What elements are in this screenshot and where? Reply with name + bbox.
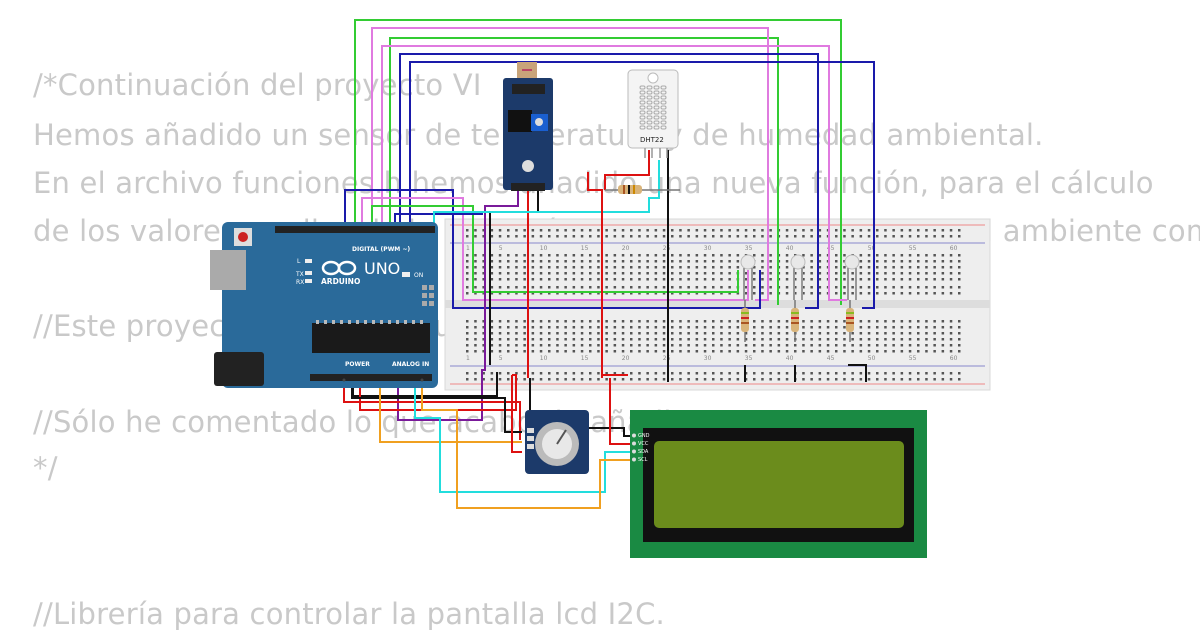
resistor-1[interactable] [741, 300, 749, 342]
arduino-uno-board[interactable]: UNO ARDUINO DIGITAL (PWM ~) ON TX RX L P… [210, 222, 438, 388]
arduino-l-label: L [297, 258, 301, 265]
led-1[interactable] [740, 254, 756, 300]
arduino-tx-label: TX [295, 271, 304, 278]
breadboard-column-number: 20 [622, 245, 630, 252]
breadboard-column-number: 55 [909, 245, 917, 252]
potentiometer-module[interactable] [525, 410, 589, 474]
resistor-dht[interactable] [605, 185, 680, 194]
breadboard-column-number: 25 [663, 245, 671, 252]
arduino-rx-label: RX [296, 279, 304, 286]
dht22-label: DHT22 [640, 136, 664, 144]
lcd-pin [632, 441, 636, 446]
lcd-pin-label: SDA [638, 449, 649, 455]
breadboard-column-number: 40 [786, 245, 794, 252]
usb-port-icon [210, 250, 246, 290]
breadboard-column-number: 1 [466, 245, 470, 252]
breadboard-column-number: 35 [745, 355, 753, 362]
arduino-digital-label: DIGITAL (PWM ~) [352, 246, 410, 253]
led-3[interactable] [844, 254, 860, 300]
wires [343, 19, 875, 509]
lcd-pin [632, 457, 636, 462]
breadboard-column-number: 20 [622, 355, 630, 362]
breadboard-column-number: 30 [704, 245, 712, 252]
arduino-infinity-logo [321, 260, 357, 276]
code-line-8: //Librería para controlar la pantalla lc… [33, 597, 665, 631]
breadboard-column-number: 45 [827, 355, 835, 362]
resistor-3[interactable] [846, 300, 854, 342]
code-line-3: En el archivo funciones.h hemos añadido … [33, 166, 1154, 200]
resistor-2[interactable] [791, 300, 799, 342]
lcd-pin [632, 433, 636, 438]
lcd-pin-label: GND [638, 433, 650, 439]
breadboard-column-number: 15 [581, 245, 589, 252]
reset-button-icon[interactable] [238, 232, 248, 242]
breadboard-column-number: 5 [499, 245, 503, 252]
dht22-sensor[interactable]: DHT22 [627, 69, 679, 158]
code-line-1: /*Continuación del proyecto VI [33, 68, 482, 102]
power-jack-icon [214, 352, 264, 386]
breadboard-column-number: 35 [745, 245, 753, 252]
lcd-pin-label: SCL [638, 457, 648, 463]
arduino-model-label: UNO [364, 259, 400, 278]
lcd-pin [632, 449, 636, 454]
led-2[interactable] [790, 254, 806, 300]
breadboard-column-number: 30 [704, 355, 712, 362]
breadboard-column-number: 60 [950, 355, 958, 362]
code-line-7: */ [33, 451, 58, 485]
breadboard-column-number: 10 [540, 355, 548, 362]
breadboard-column-number: 1 [466, 355, 470, 362]
ldr-sensor-module[interactable] [503, 62, 553, 191]
arduino-on-label: ON [414, 272, 423, 279]
breadboard-column-number: 50 [868, 355, 876, 362]
breadboard-column-number: 50 [868, 245, 876, 252]
breadboard-column-number: 60 [950, 245, 958, 252]
lcd-pin-label: VCC [638, 441, 649, 447]
breadboard-column-number: 5 [499, 355, 503, 362]
breadboard-column-number: 40 [786, 355, 794, 362]
lcd-i2c-display[interactable]: GND VCC SDA SCL [630, 410, 927, 558]
arduino-power-label: POWER [345, 361, 370, 368]
arduino-analog-label: ANALOG IN [392, 361, 429, 368]
breadboard-column-number: 55 [909, 355, 917, 362]
breadboard-column-number: 25 [663, 355, 671, 362]
breadboard-column-number: 10 [540, 245, 548, 252]
arduino-brand-label: ARDUINO [321, 277, 360, 286]
breadboard-column-number: 45 [827, 245, 835, 252]
breadboard[interactable]: 1155101015152020252530303535404045455050… [444, 218, 991, 391]
breadboard-column-number: 15 [581, 355, 589, 362]
